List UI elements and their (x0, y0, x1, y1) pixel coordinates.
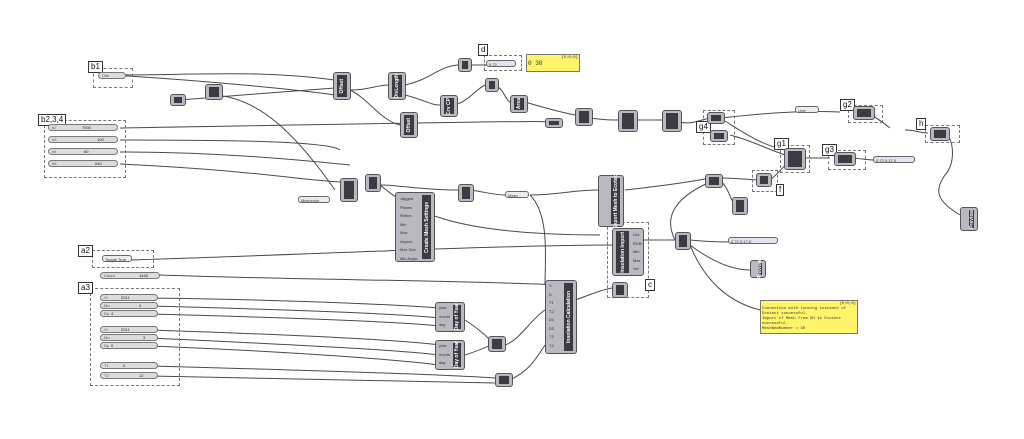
group-label-g1: g1 (774, 138, 789, 150)
group-label-d: d (478, 44, 489, 56)
component-small-4[interactable] (205, 84, 223, 100)
component-div-length[interactable]: DivLength (388, 72, 406, 100)
group-g1 (780, 145, 810, 173)
group-label-g2: g2 (840, 99, 855, 111)
group-label-h: h (916, 118, 927, 130)
slider-count[interactable]: Count 1445 (100, 272, 160, 279)
component-small-17[interactable] (458, 184, 474, 202)
color-preview-2[interactable]: 0.72 0.17.0 (728, 237, 778, 244)
component-small-13[interactable] (853, 106, 875, 120)
color-preview-3[interactable]: 0.72 (486, 60, 516, 67)
component-small-16[interactable] (365, 174, 381, 192)
meshcolor-param[interactable]: Meshcolor (298, 196, 330, 203)
component-offset-2[interactable]: Offset (400, 112, 418, 138)
color-preview-1[interactable]: 0.72 0.17.0 (873, 156, 915, 163)
component-small-2[interactable] (485, 78, 499, 92)
component-small-8[interactable] (662, 110, 682, 132)
component-small-23[interactable] (488, 336, 506, 352)
component-small-21[interactable] (675, 232, 691, 250)
component-small-1[interactable] (458, 58, 472, 72)
component-small-5[interactable] (545, 118, 563, 128)
component-small-14[interactable] (930, 127, 950, 141)
component-small-9[interactable] (707, 112, 725, 124)
group-c (607, 222, 649, 298)
slider-value: 040 (95, 161, 102, 166)
slider-value: 100 (97, 137, 104, 142)
component-custom-preview[interactable]: Preview (960, 207, 978, 231)
panel-c[interactable]: {0;0;0} Connection with running instance… (760, 300, 858, 334)
component-area[interactable]: Area (510, 95, 528, 113)
group-g3 (828, 150, 866, 170)
slider-value: 1445 (139, 273, 148, 278)
component-small-12[interactable] (834, 152, 856, 166)
group-d (484, 55, 522, 71)
component-small-24[interactable] (495, 373, 513, 387)
group-label-a2: a2 (78, 245, 93, 257)
group-label-g4: g4 (696, 121, 711, 133)
component-small-20[interactable] (756, 173, 772, 187)
component-small-22[interactable] (612, 282, 628, 298)
component-small-10[interactable] (710, 130, 728, 142)
slider-b3[interactable]: b3 100 (48, 136, 118, 143)
group-label-c: c (645, 279, 655, 291)
slider-value: 7000 (82, 125, 91, 130)
component-small-19[interactable] (732, 197, 748, 215)
group-label-f: f (776, 184, 785, 196)
group-label-g3: g3 (822, 144, 837, 156)
slider-label: Dim (102, 73, 110, 78)
group-f (752, 170, 778, 192)
component-small-7[interactable] (618, 110, 638, 132)
group-b1 (93, 68, 133, 88)
panel-d[interactable]: {0;0;0} 0 38 (526, 54, 580, 72)
component-crv-cp[interactable]: Crv CP (440, 95, 458, 117)
slider-b5[interactable]: b5 040 (48, 160, 118, 167)
group-a3 (90, 288, 180, 386)
group-g2 (848, 105, 883, 123)
group-h (925, 125, 960, 143)
slider-value: 80 (84, 149, 89, 154)
slider-b1[interactable]: Dim (98, 72, 126, 79)
component-small-18[interactable] (705, 174, 723, 188)
component-small-6[interactable] (575, 108, 593, 126)
slider-b2[interactable]: b2 7000 (48, 124, 118, 131)
component-small-15[interactable] (340, 178, 358, 202)
wires (109, 64, 961, 384)
group-label-b1: b1 (88, 61, 103, 73)
toggle-true[interactable]: Toggle True (102, 255, 132, 262)
mesh-param[interactable]: Mesh (505, 191, 529, 198)
component-export-mesh[interactable]: Export Mesh to Ecotect (598, 173, 624, 229)
component-small-3[interactable] (170, 94, 186, 106)
component-offset-1[interactable]: Offset (333, 72, 351, 100)
line-param[interactable]: Line (795, 106, 819, 113)
group-label-a3: a3 (78, 282, 93, 294)
slider-b4[interactable]: b4 80 (48, 148, 118, 155)
component-small-11[interactable] (784, 148, 806, 170)
component-vec-preview[interactable]: Preview (750, 260, 766, 278)
group-a2 (92, 250, 154, 268)
group-b234 (44, 120, 126, 178)
